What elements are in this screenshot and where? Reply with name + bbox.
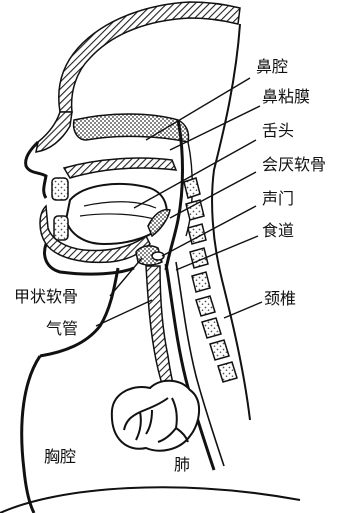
label-cervical-vertebrae: 颈椎 bbox=[264, 290, 296, 308]
nasal-cavity-region bbox=[74, 114, 189, 142]
back-neck-outline bbox=[212, 24, 250, 420]
chest-outline bbox=[22, 356, 40, 513]
pharynx-wall bbox=[166, 120, 183, 270]
label-thyroid-cartilage: 甲状软骨 bbox=[14, 288, 78, 306]
label-esophagus: 食道 bbox=[262, 222, 294, 240]
hard-palate bbox=[64, 158, 176, 178]
label-glottis: 声门 bbox=[262, 190, 294, 208]
label-tongue: 舌头 bbox=[262, 122, 294, 140]
upper-teeth bbox=[52, 178, 68, 200]
label-trachea: 气管 bbox=[46, 320, 78, 338]
skull-outline bbox=[59, 2, 240, 112]
label-lung: 肺 bbox=[174, 456, 190, 474]
label-nasal-cavity: 鼻腔 bbox=[256, 58, 288, 76]
label-nasal-mucosa: 鼻粘膜 bbox=[262, 88, 310, 106]
label-thoracic-cavity: 胸腔 bbox=[44, 448, 76, 466]
label-epiglottis: 会厌软骨 bbox=[262, 156, 326, 174]
cervical-vertebrae-stack bbox=[184, 178, 237, 382]
lower-teeth bbox=[54, 216, 68, 240]
lung-outline bbox=[112, 381, 199, 451]
nose-bridge bbox=[36, 112, 72, 152]
front-neck-outline bbox=[40, 268, 118, 356]
diaphragm-curve bbox=[0, 487, 300, 513]
trachea-tube bbox=[146, 266, 176, 398]
